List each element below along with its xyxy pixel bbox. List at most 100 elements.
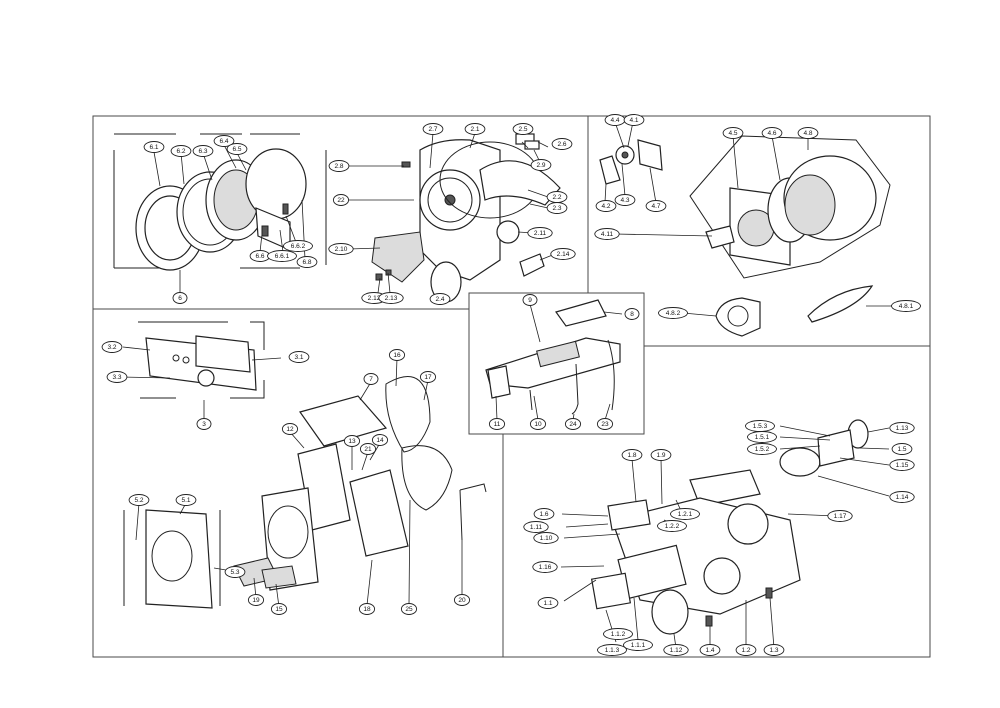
callout-5-1: 5.1 [175,494,197,506]
callout-5-2: 5.2 [128,494,150,506]
callout-text: 2.13 [385,295,398,302]
callout-6-5: 6.5 [226,143,248,155]
callout-text: 3 [202,421,206,428]
callout-1-3: 1.3 [763,644,785,656]
rear-casing-assembly [371,133,561,303]
callout-1-1-2: 1.1.2 [603,628,633,640]
callout-text: 1.10 [540,535,553,542]
callout-text: 4.4 [610,117,619,124]
callout-1-17: 1.17 [827,510,853,522]
callout-text: 1.1.1 [631,642,646,649]
callout-6-6: 6.6 [249,250,271,262]
cabinet-assembly [123,376,487,609]
callout-1-6: 1.6 [533,508,555,520]
callout-text: 2.2 [552,194,561,201]
callout-text: 6 [178,295,182,302]
callout-text: 1.11 [530,524,543,531]
callout-3-3: 3.3 [106,371,128,383]
callout-text: 1.2 [741,647,750,654]
callout-text: 4.1 [629,117,638,124]
callout-1-8: 1.8 [621,449,643,461]
callout-4-7: 4.7 [645,200,667,212]
callout-2-6: 2.6 [551,138,573,150]
callout-text: 1.5.3 [753,423,768,430]
callout-text: 1.2.2 [665,523,680,530]
callout-1-14: 1.14 [889,491,915,503]
callout-20: 20 [453,594,471,606]
callout-text: 2.6 [557,141,566,148]
callout-9: 9 [522,294,538,306]
callout-text: 3.2 [107,344,116,351]
callout-text: 1.5.1 [755,434,770,441]
callout-2-11: 2.11 [527,227,553,239]
callout-text: 14 [376,437,384,444]
control-panel-assembly [138,321,265,399]
callout-text: 23 [601,421,609,428]
callout-text: 1.15 [896,462,909,469]
callout-1-2-2: 1.2.2 [657,520,687,532]
callout-1-5: 1.5 [891,443,913,455]
callout-4-8-1: 4.8.1 [891,300,921,312]
callout-1-5-2: 1.5.2 [747,443,777,455]
callout-24: 24 [564,418,582,430]
callout-text: 1.8 [627,452,636,459]
callout-2-1: 2.1 [464,123,486,135]
callout-22: 22 [332,194,350,206]
callout-1-15: 1.15 [889,459,915,471]
callout-text: 1.2.1 [678,511,693,518]
callout-1-9: 1.9 [650,449,672,461]
callout-14: 14 [371,434,389,446]
callout-19: 19 [247,594,265,606]
callout-1-5-3: 1.5.3 [745,420,775,432]
callout-4-1: 4.1 [623,114,645,126]
callout-text: 1.3 [769,647,778,654]
callout-1-5-1: 1.5.1 [747,431,777,443]
callout-6-2: 6.2 [170,145,192,157]
callout-text: 2.7 [428,126,437,133]
callout-text: 18 [363,606,371,613]
callout-17: 17 [419,371,437,383]
drum-assembly [599,135,891,337]
callout-4-5: 4.5 [722,127,744,139]
callout-text: 6.5 [232,146,241,153]
callout-text: 1.14 [896,494,909,501]
callout-18: 18 [358,603,376,615]
callout-text: 1.13 [896,425,909,432]
callout-12: 12 [281,423,299,435]
callout-6: 6 [172,292,188,304]
callout-4-2: 4.2 [595,200,617,212]
callout-1-12: 1.12 [663,644,689,656]
callout-text: 1.1.3 [605,647,620,654]
callout-16: 16 [388,349,406,361]
callout-3-1: 3.1 [288,351,310,363]
callout-text: 1.5.2 [755,446,770,453]
callout-4-3: 4.3 [614,194,636,206]
callout-1-10: 1.10 [533,532,559,544]
callout-text: 7 [369,376,373,383]
callout-text: 4.8 [803,130,812,137]
callout-4-4: 4.4 [604,114,626,126]
callout-4-8-2: 4.8.2 [658,307,688,319]
callout-1-13: 1.13 [889,422,915,434]
callout-text: 1.9 [656,452,665,459]
callout-text: 5.2 [134,497,143,504]
callout-2-14: 2.14 [550,248,576,260]
callout-6-3: 6.3 [192,145,214,157]
callout-2-13: 2.13 [378,292,404,304]
diagram-frames [92,115,931,658]
callout-2-3: 2.3 [546,202,568,214]
callout-2-2: 2.2 [546,191,568,203]
callout-text: 16 [393,352,401,359]
callout-text: 13 [348,438,356,445]
callout-text: 3.3 [112,374,121,381]
callout-text: 2.9 [536,162,545,169]
callout-text: 1.6 [539,511,548,518]
callout-text: 6.6.2 [291,243,306,250]
callout-2-4: 2.4 [429,293,451,305]
callout-4-8: 4.8 [797,127,819,139]
callout-text: 6.8 [302,259,311,266]
callout-1-1-1: 1.1.1 [623,639,653,651]
callout-3: 3 [196,418,212,430]
callout-4-11: 4.11 [594,228,620,240]
callout-6-6-2: 6.6.2 [283,240,313,252]
